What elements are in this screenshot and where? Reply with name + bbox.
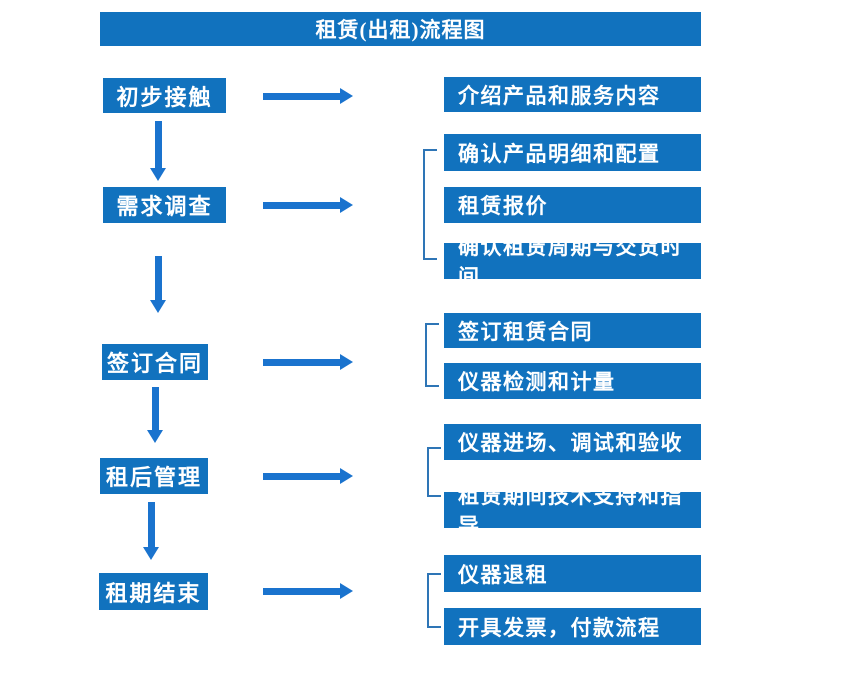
detail-box-instrument-inspection: 仪器检测和计量	[444, 363, 701, 399]
detail-box-invoice-payment: 开具发票，付款流程	[444, 608, 701, 645]
flowchart-title: 租赁(出租)流程图	[315, 18, 486, 42]
right-arrow-icon	[263, 583, 353, 599]
arrow-shaft	[263, 587, 340, 595]
arrow-shaft	[154, 121, 162, 168]
arrow-shaft	[263, 472, 340, 480]
detail-box-instrument-return: 仪器退租	[444, 555, 701, 592]
detail-box-instrument-setup-acceptance: 仪器进场、调试和验收	[444, 424, 701, 460]
detail-label: 签订租赁合同	[458, 319, 593, 344]
arrow-shaft	[263, 92, 340, 100]
detail-label: 租赁报价	[458, 194, 548, 218]
group-bracket	[427, 447, 441, 497]
step-label: 初步接触	[116, 84, 213, 110]
detail-label: 介绍产品和服务内容	[458, 83, 661, 108]
detail-label: 确认租赁周期与交货时间	[458, 235, 683, 289]
step-label: 签订合同	[106, 351, 203, 376]
arrow-head	[340, 88, 353, 104]
step-label: 租后管理	[105, 465, 202, 490]
arrow-head	[340, 468, 353, 484]
arrow-head	[147, 430, 163, 443]
step-box-initial-contact: 初步接触	[103, 78, 226, 113]
step-box-post-rental-management: 租后管理	[100, 458, 208, 494]
flowchart-title-bar: 租赁(出租)流程图	[100, 12, 701, 46]
arrow-head	[143, 547, 159, 560]
group-bracket	[427, 573, 441, 628]
detail-box-confirm-period-delivery: 确认租赁周期与交货时间	[444, 235, 701, 289]
right-arrow-icon	[263, 88, 353, 104]
arrow-shaft	[151, 387, 159, 430]
arrow-head	[340, 197, 353, 213]
detail-label: 仪器进场、调试和验收	[458, 431, 683, 455]
detail-box-intro-products-services: 介绍产品和服务内容	[444, 77, 701, 112]
detail-box-rental-quote: 租赁报价	[444, 187, 701, 223]
right-arrow-icon	[263, 468, 353, 484]
arrow-shaft	[263, 201, 340, 209]
detail-label: 仪器检测和计量	[458, 370, 616, 394]
down-arrow-icon	[150, 256, 166, 313]
detail-label: 租赁期间技术支持和指导	[458, 484, 683, 538]
arrow-shaft	[147, 502, 155, 547]
arrow-head	[150, 300, 166, 313]
detail-label: 仪器退租	[458, 562, 548, 587]
arrow-shaft	[154, 256, 162, 300]
arrow-shaft	[263, 358, 340, 366]
detail-box-confirm-product-config: 确认产品明细和配置	[444, 134, 701, 171]
down-arrow-icon	[147, 387, 163, 443]
right-arrow-icon	[263, 197, 353, 213]
group-bracket	[425, 323, 439, 387]
step-box-demand-survey: 需求调查	[103, 187, 226, 223]
step-box-lease-end: 租期结束	[99, 573, 208, 610]
right-arrow-icon	[263, 354, 353, 370]
arrow-head	[150, 168, 166, 181]
detail-box-tech-support: 租赁期间技术支持和指导	[444, 484, 701, 538]
down-arrow-icon	[150, 121, 166, 181]
arrow-head	[340, 583, 353, 599]
detail-label: 开具发票，付款流程	[458, 615, 661, 640]
group-bracket	[423, 149, 437, 260]
detail-label: 确认产品明细和配置	[458, 141, 661, 166]
arrow-head	[340, 354, 353, 370]
step-box-sign-contract: 签订合同	[102, 344, 208, 380]
step-label: 租期结束	[105, 580, 202, 606]
step-label: 需求调查	[116, 194, 213, 219]
detail-box-sign-rental-contract: 签订租赁合同	[444, 313, 701, 348]
down-arrow-icon	[143, 502, 159, 560]
